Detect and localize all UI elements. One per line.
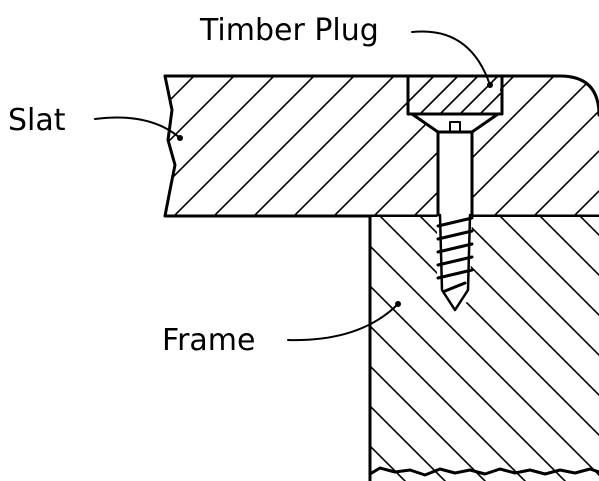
frame-section	[368, 215, 599, 481]
hatch-line	[165, 76, 281, 216]
hatch-line	[370, 324, 526, 481]
hatch-line	[539, 217, 599, 277]
hatch-line	[379, 217, 599, 437]
thread-stroke	[436, 255, 474, 267]
hatch-line	[370, 364, 486, 481]
hatch-line	[10, 70, 160, 220]
slat-leader	[94, 116, 181, 139]
frame-label: Frame	[162, 323, 255, 358]
hatch-line	[459, 217, 599, 357]
hatch-line	[165, 76, 201, 216]
hatch-line	[370, 404, 446, 481]
thread-stroke	[436, 242, 474, 254]
timber-plug	[406, 74, 504, 116]
screw	[406, 74, 504, 312]
hatch-line	[370, 244, 599, 477]
hatch-line	[499, 217, 599, 317]
slat-section	[10, 70, 599, 220]
hatch-line	[370, 284, 566, 481]
thread-stroke	[436, 216, 474, 228]
frame-leader	[287, 303, 399, 342]
hatch-line	[209, 76, 361, 216]
hatch-line	[249, 76, 401, 216]
hatch-line	[569, 76, 599, 216]
timber-plug-label: Timber Plug	[199, 13, 379, 48]
frame-outline	[368, 215, 599, 481]
leader-lines	[94, 30, 493, 342]
thread-stroke	[436, 268, 474, 280]
thread-stroke	[436, 229, 474, 241]
hatch-line	[409, 76, 561, 216]
slat-label: Slat	[8, 103, 66, 138]
screw-slot	[449, 121, 461, 133]
thread-stroke	[443, 281, 467, 293]
hatch-line	[489, 76, 599, 216]
hatch-line	[449, 76, 599, 216]
screw-shank	[436, 130, 474, 217]
timber-plug-leader	[411, 30, 491, 86]
hatch-line	[165, 76, 241, 216]
hatch-line	[529, 76, 599, 216]
hatch-line	[169, 76, 321, 216]
